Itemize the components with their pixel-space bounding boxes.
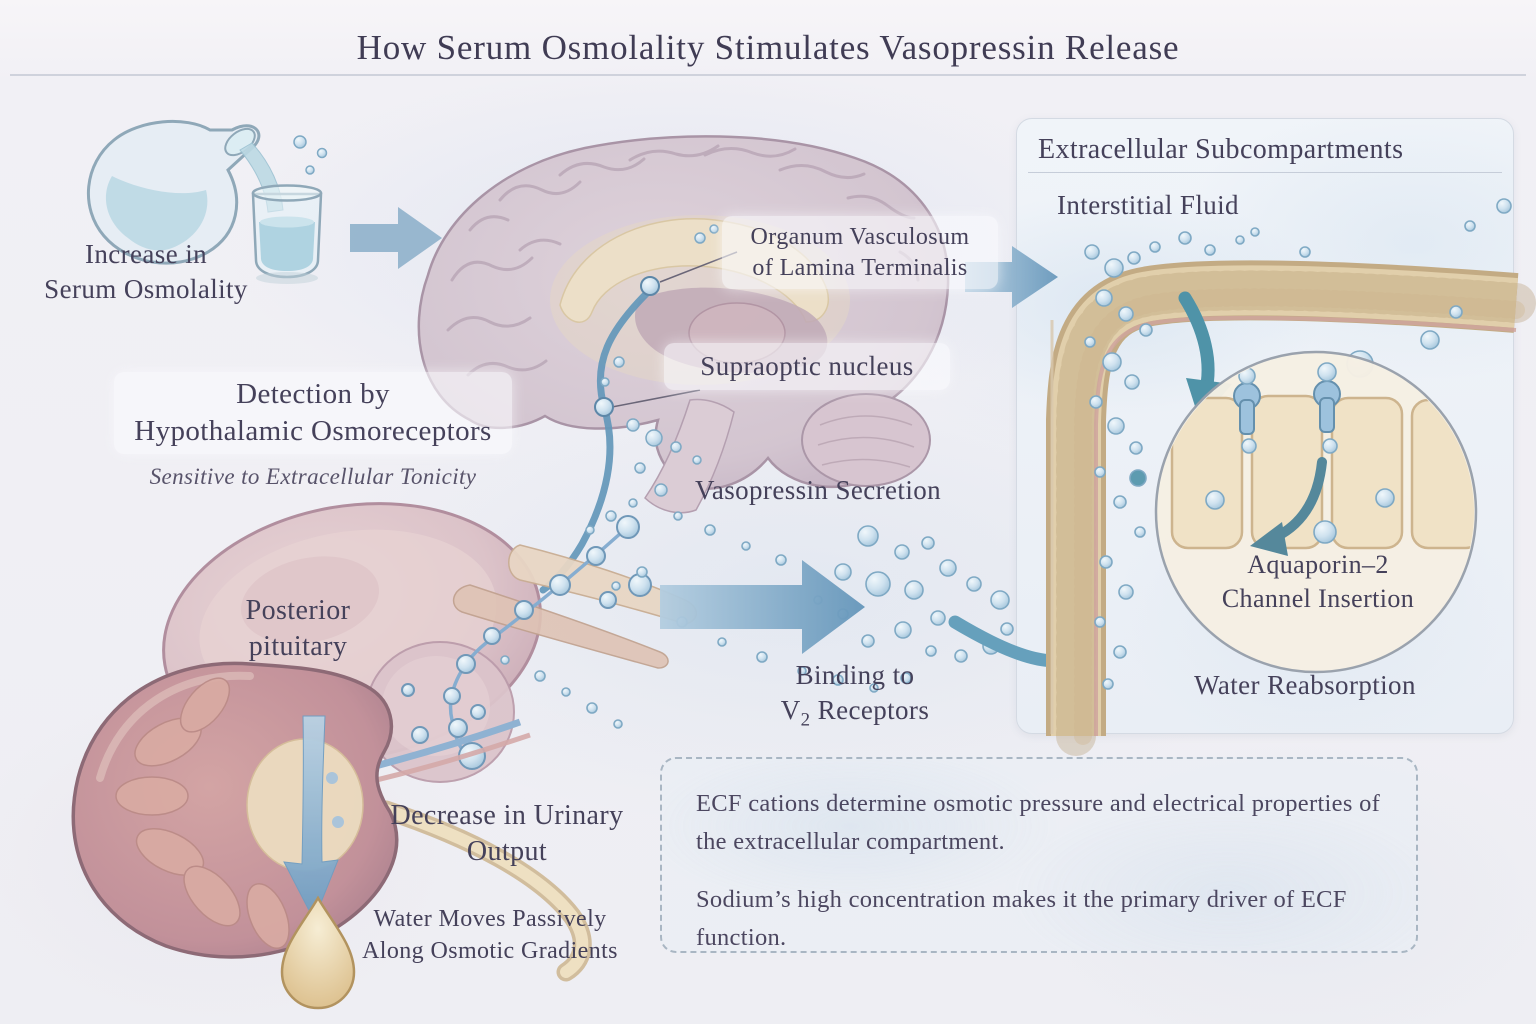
urinary-down-arrow-icon xyxy=(283,715,339,922)
detection-subtitle: Sensitive to Extracellular Tonicity xyxy=(149,464,477,490)
decrease-urinary-output-label: Decrease in Urinary Output xyxy=(390,800,624,868)
secretion-arrow-icon xyxy=(660,560,865,654)
vasopressin-secretion-label: Vasopressin Secretion xyxy=(694,475,942,505)
increase-serum-osmolality-label: Increase in Serum Osmolality xyxy=(44,239,248,304)
water-moves-passively-label: Water Moves Passively Along Osmotic Grad… xyxy=(362,906,618,965)
binding-v2-receptors-label: Binding to V2 Receptors xyxy=(780,660,930,731)
detection-label: Detection by Hypothalamic Osmoreceptors … xyxy=(95,372,531,492)
urine-droplet-icon xyxy=(280,895,356,1010)
page-title: How Serum Osmolality Stimulates Vasopres… xyxy=(356,28,1180,67)
panel-divider xyxy=(1028,172,1502,173)
infobox-paragraph-2: Sodium’s high concentration makes it the… xyxy=(696,885,1347,951)
ovlt-label: Organum Vasculosum of Lamina Terminalis xyxy=(722,216,998,290)
infobox-paragraph-1: ECF cations determine osmotic pressure a… xyxy=(696,790,1381,855)
panel-header: Extracellular Subcompartments xyxy=(1038,134,1404,165)
posterior-pituitary-label: Posterior pituitary xyxy=(245,595,351,663)
flow-arrow-icon xyxy=(350,207,442,269)
ecf-infobox: ECF cations determine osmotic pressure a… xyxy=(660,757,1418,953)
water-reabsorption-label: Water Reabsorption xyxy=(1194,670,1416,700)
interstitial-fluid-label: Interstitial Fluid xyxy=(1057,190,1239,220)
aquaporin-2-label: Aquaporin–2 Channel Insertion xyxy=(1221,550,1415,613)
title-divider xyxy=(10,74,1526,76)
supraoptic-nucleus-label: Supraoptic nucleus xyxy=(664,343,950,390)
vasopressin-pathway xyxy=(539,224,738,594)
